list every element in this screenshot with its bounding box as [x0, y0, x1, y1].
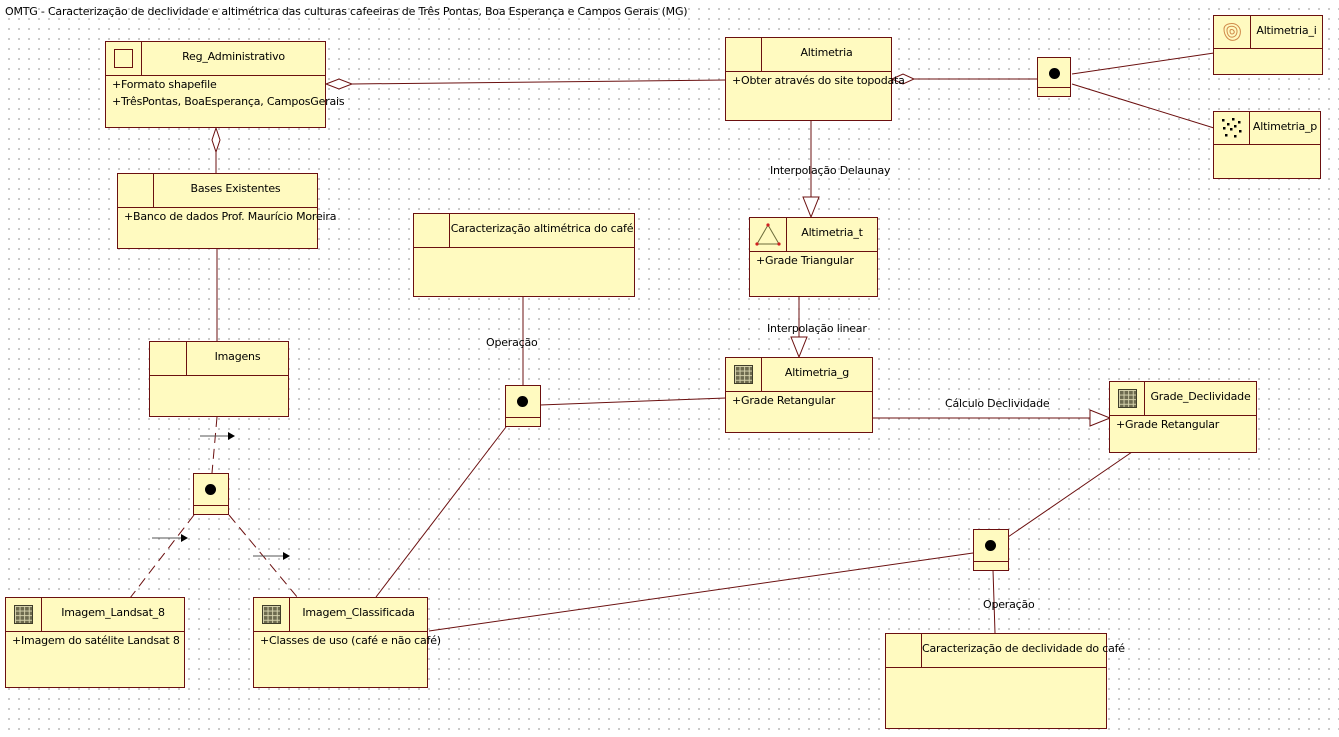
flow-arrowhead-3 — [283, 552, 290, 560]
class-altimetria[interactable]: Altimetria +Obter através do site topoda… — [725, 37, 905, 121]
class-altimetria-p[interactable]: Altimetria_p — [1213, 111, 1321, 179]
diagram-title: OMTG - Caracterização de declividade e a… — [5, 5, 688, 18]
sample-points-icon — [1221, 118, 1241, 138]
class-attribute: +Imagem do satélite Landsat 8 — [12, 634, 180, 647]
grid-icon — [262, 605, 281, 624]
class-name: Grade_Declividade — [1150, 390, 1251, 403]
class-altimetria-g[interactable]: Altimetria_g +Grade Retangular — [725, 357, 873, 433]
label-operacao-altimetrica: Operação — [486, 336, 538, 349]
grid-icon — [734, 365, 753, 384]
node-dot-icon — [1049, 68, 1060, 79]
class-name: Imagem_Classificada — [302, 606, 415, 619]
class-grade-declividade[interactable]: Grade_Declividade +Grade Retangular — [1109, 381, 1257, 453]
class-imagem-landsat-8[interactable]: Imagem_Landsat_8 +Imagem do satélite Lan… — [5, 597, 185, 688]
label-interpolacao-delaunay: Interpolação Delaunay — [770, 164, 891, 177]
class-name: Altimetria_t — [801, 226, 863, 239]
link-node-imagem-classificada — [375, 426, 507, 598]
link-grade-node2 — [1007, 451, 1133, 538]
class-name: Imagem_Landsat_8 — [61, 606, 165, 619]
link-node2-imagem-classificada — [428, 552, 974, 632]
link-node-altimetria-i — [1071, 52, 1215, 75]
class-altimetria-t[interactable]: Altimetria_t +Grade Triangular — [749, 217, 878, 297]
class-name: Imagens — [214, 350, 261, 363]
class-attribute: +Obter através do site topodata — [732, 74, 905, 87]
label-calculo-declividade: Cálculo Declividade — [945, 397, 1050, 410]
link-node-altimetria-p — [1071, 83, 1215, 129]
class-attribute: +Grade Triangular — [756, 254, 854, 267]
class-caracterizacao-altimetrica[interactable]: Caracterização altimétrica do café — [413, 213, 635, 297]
class-name: Altimetria — [800, 46, 853, 59]
class-name: Caracterização altimétrica do café — [450, 222, 634, 235]
class-imagens[interactable]: Imagens — [149, 341, 289, 417]
class-attribute: +Grade Retangular — [1116, 418, 1220, 431]
link-node2-caract-decl — [992, 569, 996, 634]
aggregation-diamond-bases — [211, 126, 221, 154]
class-name: Caracterização de declividade do café — [922, 642, 1125, 655]
link-imagens-node3 — [211, 416, 218, 474]
class-attribute: +Classes de uso (café e não café) — [260, 634, 441, 647]
isolines-icon — [1223, 23, 1241, 41]
class-name: Altimetria_p — [1252, 120, 1318, 133]
class-attribute: +Grade Retangular — [732, 394, 836, 407]
class-attribute: +Formato shapefile — [112, 78, 217, 91]
flow-arrowhead-2 — [181, 534, 188, 542]
class-caracterizacao-declividade[interactable]: Caracterização de declividade do café — [885, 633, 1125, 729]
grid-icon — [14, 605, 33, 624]
class-altimetria-i[interactable]: Altimetria_i — [1213, 15, 1323, 75]
class-name: Bases Existentes — [190, 182, 281, 195]
class-bases-existentes[interactable]: Bases Existentes +Banco de dados Prof. M… — [117, 173, 337, 249]
association-node-operacao-declividade[interactable] — [973, 529, 1009, 571]
class-imagem-classificada[interactable]: Imagem_Classificada +Classes de uso (caf… — [253, 597, 441, 688]
link-reg-altimetria — [351, 79, 727, 85]
grid-icon — [1117, 389, 1137, 408]
class-name: Altimetria_g — [784, 366, 850, 379]
association-node-imagens[interactable] — [193, 473, 229, 515]
class-attribute: +TrêsPontas, BoaEsperança, CamposGerais — [112, 95, 345, 108]
label-operacao-declividade: Operação — [983, 598, 1035, 611]
flow-arrowhead-1 — [228, 432, 235, 440]
link-node-altimetria-g — [539, 397, 727, 406]
class-reg-administrativo[interactable]: Reg_Administrativo +Formato shapefile +T… — [105, 41, 345, 128]
generalization-arrow-declividade — [1089, 409, 1112, 427]
generalization-arrow-delaunay — [802, 196, 820, 219]
aggregation-diamond-altimetria — [890, 73, 916, 85]
class-name: Reg_Administrativo — [182, 50, 285, 63]
tin-triangle-icon — [755, 222, 781, 246]
node-dot-icon — [985, 540, 996, 551]
association-node-operacao-altimetrica[interactable] — [505, 385, 541, 427]
node-dot-icon — [205, 484, 216, 495]
label-interpolacao-linear: Interpolação linear — [767, 322, 867, 335]
node-dot-icon — [517, 396, 528, 407]
polygon-square-icon — [114, 49, 133, 68]
aggregation-diamond-reg — [324, 78, 354, 90]
class-attribute: +Banco de dados Prof. Maurício Moreira — [124, 210, 337, 223]
class-name: Altimetria_i — [1256, 24, 1317, 37]
association-node-altimetria[interactable] — [1037, 57, 1071, 97]
generalization-arrow-linear — [790, 336, 808, 359]
link-node3-landsat — [129, 514, 195, 599]
